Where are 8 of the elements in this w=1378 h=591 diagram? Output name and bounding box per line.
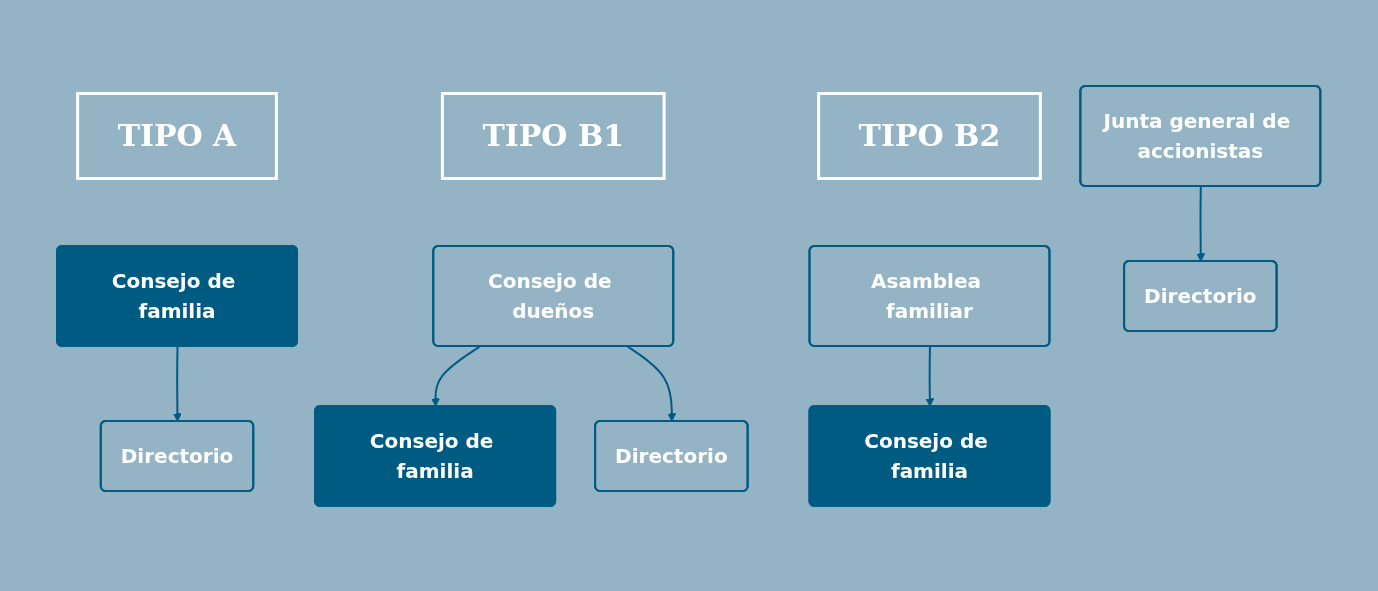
arrow [173, 345, 183, 422]
arrow [431, 345, 482, 407]
node-box: TIPO B2 [817, 91, 1043, 180]
node-box: TIPO A [76, 91, 279, 180]
arrow [925, 345, 935, 407]
node-box: TIPO B1 [441, 91, 666, 180]
arrow [1196, 185, 1206, 262]
arrow [626, 345, 677, 422]
